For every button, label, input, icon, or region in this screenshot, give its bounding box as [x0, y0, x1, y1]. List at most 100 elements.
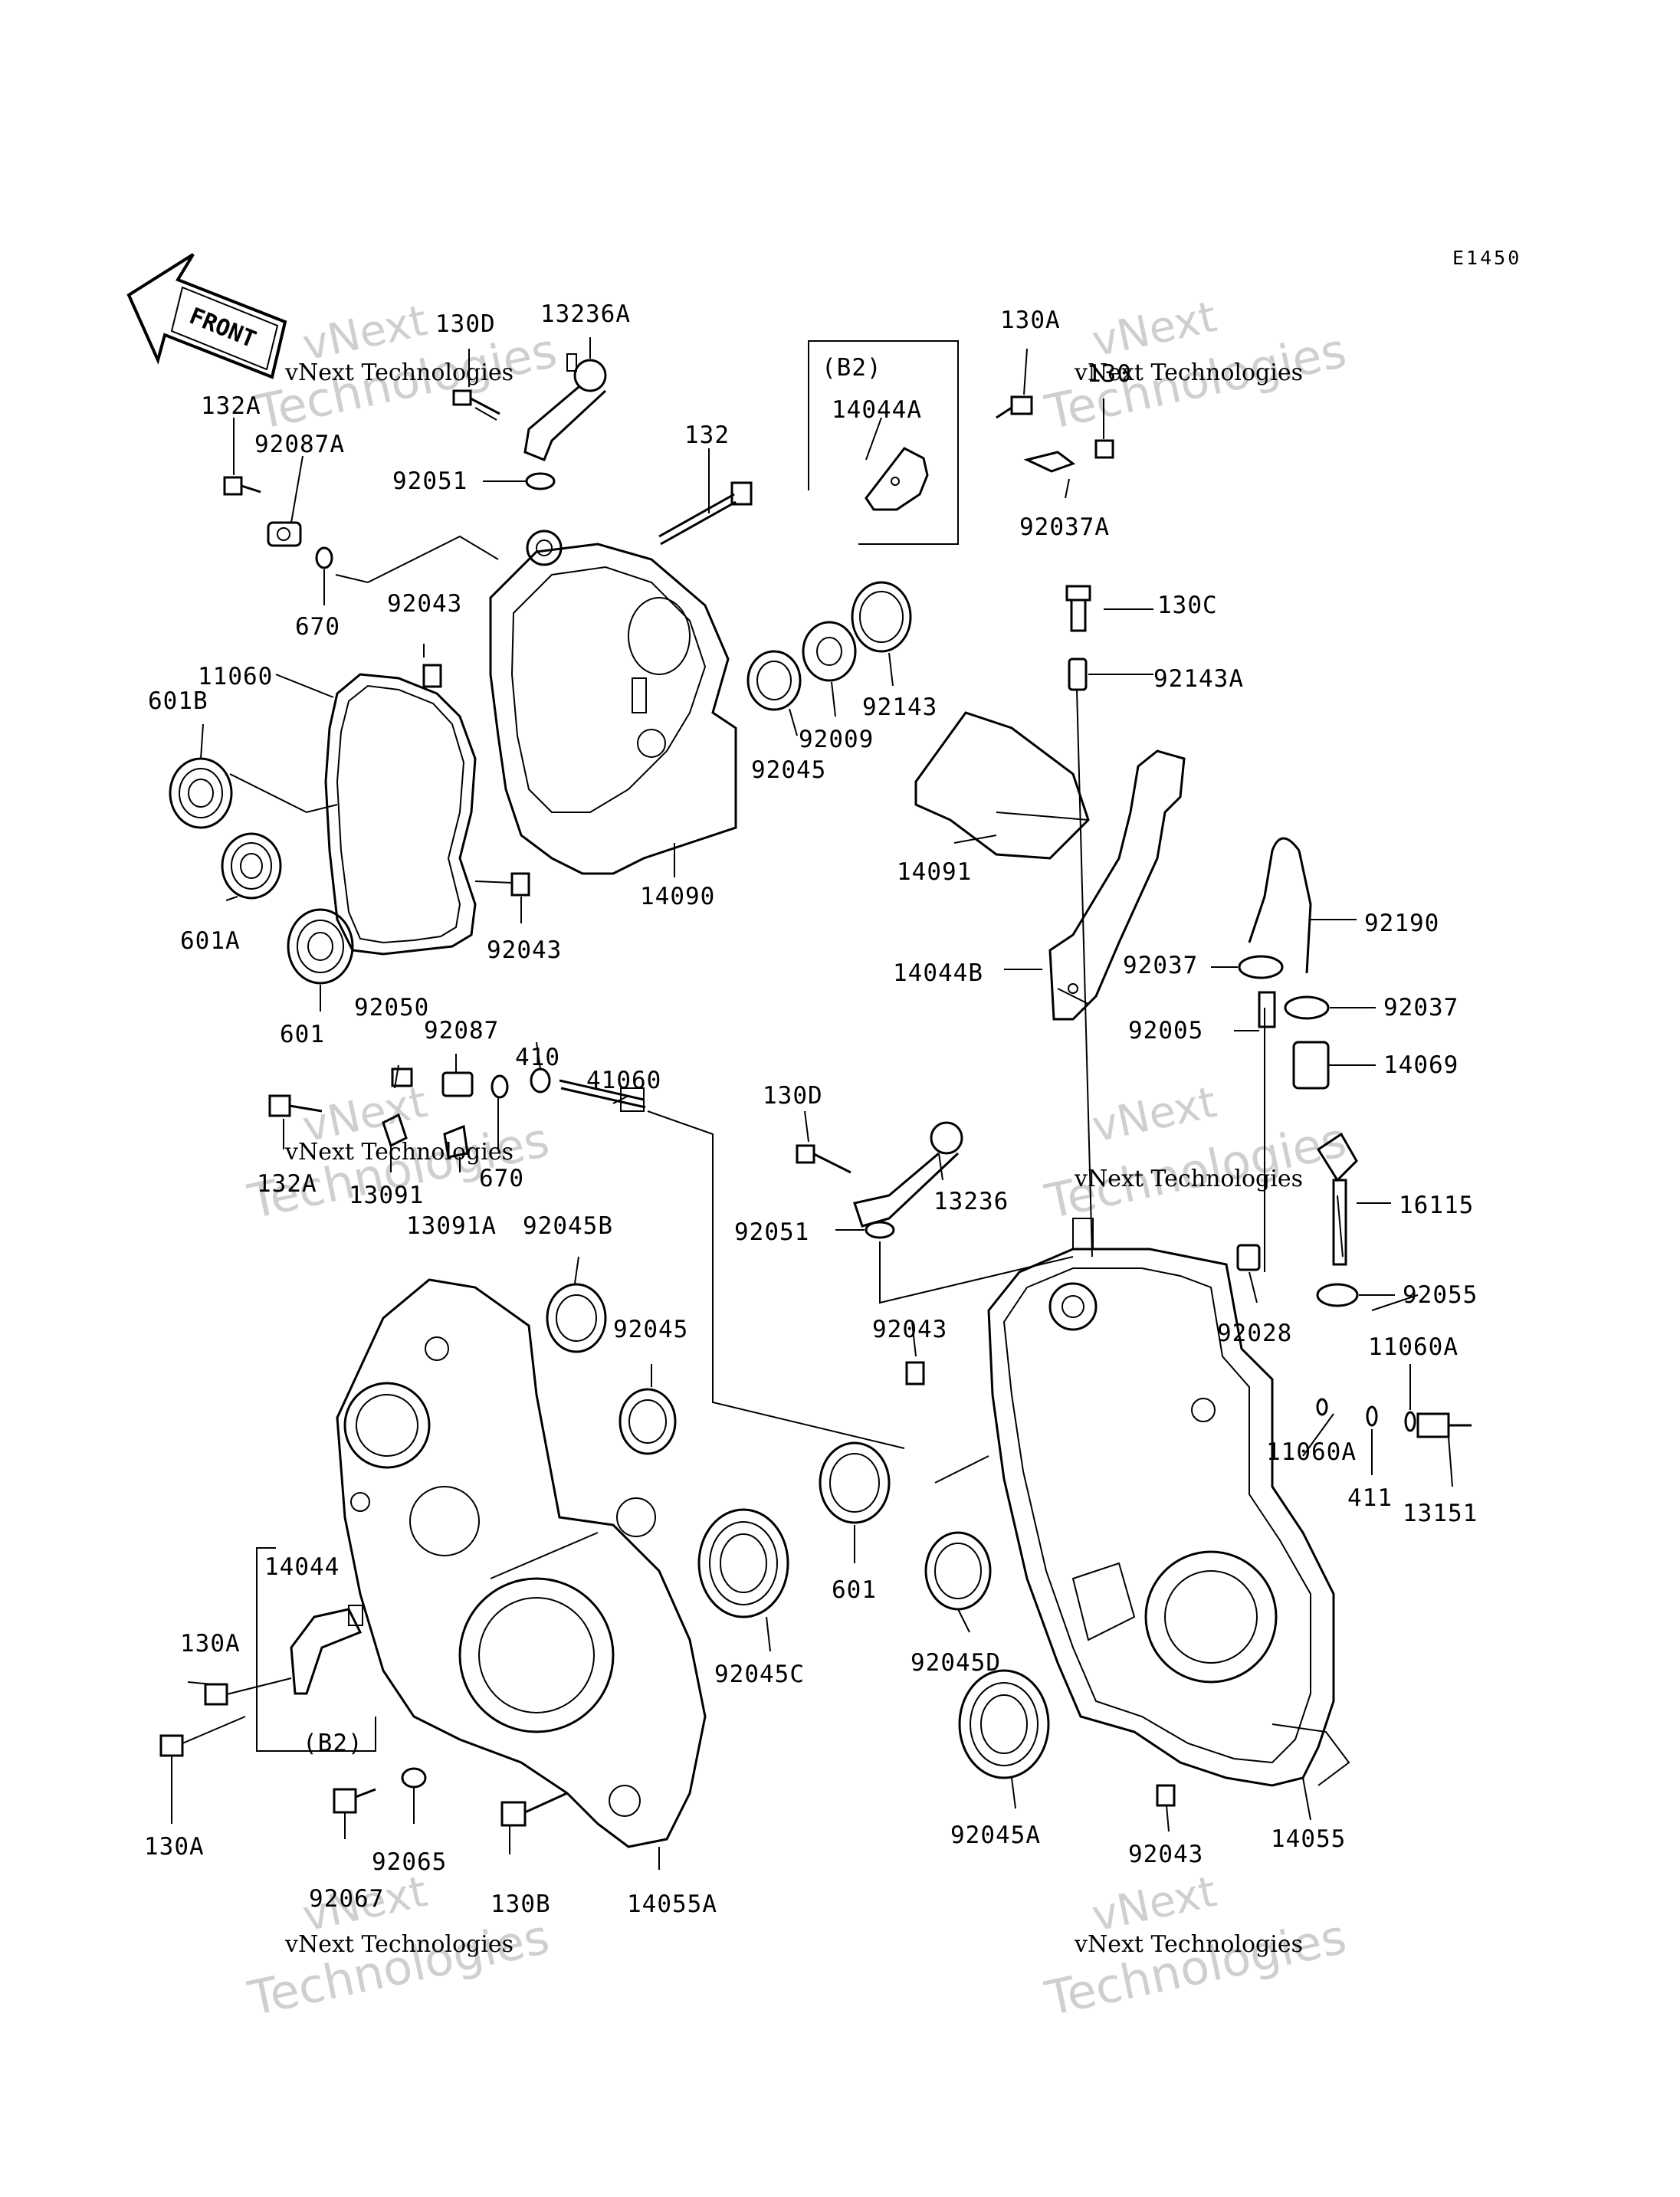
bearing-601B	[169, 757, 233, 829]
label-132A-mid: 132A	[257, 1170, 317, 1198]
bolt-132A-mid	[268, 1094, 323, 1117]
b2-callout-top	[808, 340, 959, 545]
label-411: 411	[1347, 1484, 1393, 1512]
label-11060A-m: 11060A	[1266, 1438, 1357, 1466]
label-92037-b: 92037	[1383, 994, 1459, 1021]
bearing-601-mid	[819, 1441, 891, 1524]
label-130D-top: 130D	[435, 310, 496, 338]
label-14069: 14069	[1383, 1051, 1459, 1079]
label-92045C: 92045C	[714, 1661, 805, 1688]
svg-text:vNext Technologies: vNext Technologies	[284, 359, 514, 386]
label-92051-mid: 92051	[734, 1218, 809, 1246]
washer-92051-mid	[865, 1221, 895, 1239]
bolt-130D-top	[452, 389, 500, 421]
bearing-92045C	[697, 1508, 789, 1618]
label-14044A: 14044A	[832, 396, 922, 424]
label-41060: 41060	[586, 1067, 661, 1094]
label-13151: 13151	[1403, 1500, 1478, 1527]
label-92037-a: 92037	[1123, 952, 1198, 979]
washer-92065	[401, 1767, 427, 1789]
label-601-mid: 601	[832, 1576, 877, 1604]
svg-text:Technologies: Technologies	[243, 1908, 554, 2026]
label-13236A: 13236A	[540, 300, 631, 328]
front-arrow-icon: FRONT	[126, 253, 287, 379]
bracket-14044B	[1048, 749, 1186, 1021]
label-92055: 92055	[1403, 1281, 1478, 1309]
svg-text:vNext Technologies: vNext Technologies	[284, 1931, 514, 1958]
label-92045-top: 92045	[751, 756, 826, 784]
label-130A-top: 130A	[1000, 307, 1061, 334]
label-b2-bottom: (B2)	[303, 1730, 363, 1757]
fitting-92005	[1258, 991, 1276, 1028]
label-92043-b: 92043	[487, 936, 562, 964]
gasket-11060	[324, 673, 477, 956]
bolt-132A-top	[223, 476, 261, 496]
bolt-130D-mid	[796, 1144, 851, 1174]
clip-92037A	[1023, 451, 1076, 473]
label-92087: 92087	[424, 1017, 499, 1044]
label-92028: 92028	[1217, 1320, 1292, 1347]
label-132A-top: 132A	[201, 392, 261, 420]
gasket-11060-inner	[336, 684, 465, 944]
label-92143: 92143	[862, 694, 937, 721]
label-14044B: 14044B	[893, 959, 983, 987]
label-92065: 92065	[372, 1848, 447, 1876]
bearing-92045-top	[746, 650, 802, 711]
crankcase-14055	[987, 1218, 1350, 1787]
label-92043-c: 92043	[872, 1316, 947, 1343]
svg-text:vNext Technologies: vNext Technologies	[1074, 1931, 1303, 1958]
svg-text:vNext Technologies: vNext Technologies	[1074, 359, 1303, 386]
label-92067: 92067	[309, 1885, 384, 1913]
label-16115: 16115	[1399, 1192, 1474, 1219]
label-92043-d: 92043	[1128, 1841, 1203, 1868]
watermark-top-left: vNext Technologies vNext Technologies	[251, 296, 562, 441]
label-14055A: 14055A	[627, 1890, 717, 1918]
bearing-92045B	[546, 1283, 607, 1353]
label-92143A: 92143A	[1153, 665, 1244, 693]
label-130: 130	[1087, 360, 1132, 388]
dowel-92043-a	[422, 664, 442, 688]
plate-13091	[382, 1113, 408, 1148]
clamp-92037-a	[1238, 955, 1284, 979]
seal-92143	[851, 581, 912, 653]
label-670-mid: 670	[479, 1165, 524, 1192]
svg-text:Technologies: Technologies	[1040, 1908, 1351, 2026]
dipstick-16115	[1316, 1132, 1358, 1266]
label-14055: 14055	[1271, 1825, 1346, 1853]
gasket-11060A-r	[1404, 1411, 1416, 1432]
label-92051-top: 92051	[392, 467, 468, 495]
label-92043-a: 92043	[387, 590, 462, 618]
dowel-92043-d	[1156, 1784, 1176, 1807]
label-130D-mid: 130D	[763, 1082, 823, 1110]
label-92009: 92009	[799, 726, 874, 753]
crankcase-14055A	[336, 1278, 707, 1848]
part-labels: 130D 13236A 132A 92087A 92051 132 670 92…	[144, 300, 1478, 1918]
cover-14090	[489, 530, 737, 875]
leader-lines	[171, 337, 1453, 1870]
svg-text:vNext Technologies: vNext Technologies	[284, 1139, 514, 1166]
label-14091: 14091	[897, 858, 972, 886]
lever-13236	[853, 1121, 963, 1228]
oring-670-top	[315, 546, 333, 569]
label-92050: 92050	[354, 994, 429, 1021]
label-11060: 11060	[198, 663, 273, 690]
collar-92028	[1236, 1244, 1261, 1271]
hose-92190	[1248, 837, 1312, 974]
shaft-41060	[559, 1079, 646, 1112]
nut-130	[1094, 439, 1114, 459]
bolt-130A-l1	[204, 1683, 228, 1706]
label-601B: 601B	[148, 687, 208, 715]
label-92005: 92005	[1128, 1017, 1203, 1044]
label-92045-mid: 92045	[613, 1316, 688, 1343]
dowel-92043-c	[905, 1361, 925, 1385]
bolt-130A-top	[996, 395, 1033, 419]
bolt-92067	[333, 1788, 376, 1814]
label-14090: 14090	[640, 883, 715, 910]
label-130A-l1: 130A	[180, 1630, 241, 1658]
label-670-top: 670	[295, 613, 340, 641]
label-11060A-r: 11060A	[1368, 1333, 1459, 1361]
bearing-92045D	[924, 1531, 992, 1611]
label-132: 132	[684, 421, 730, 449]
label-13091A: 13091A	[406, 1212, 497, 1240]
